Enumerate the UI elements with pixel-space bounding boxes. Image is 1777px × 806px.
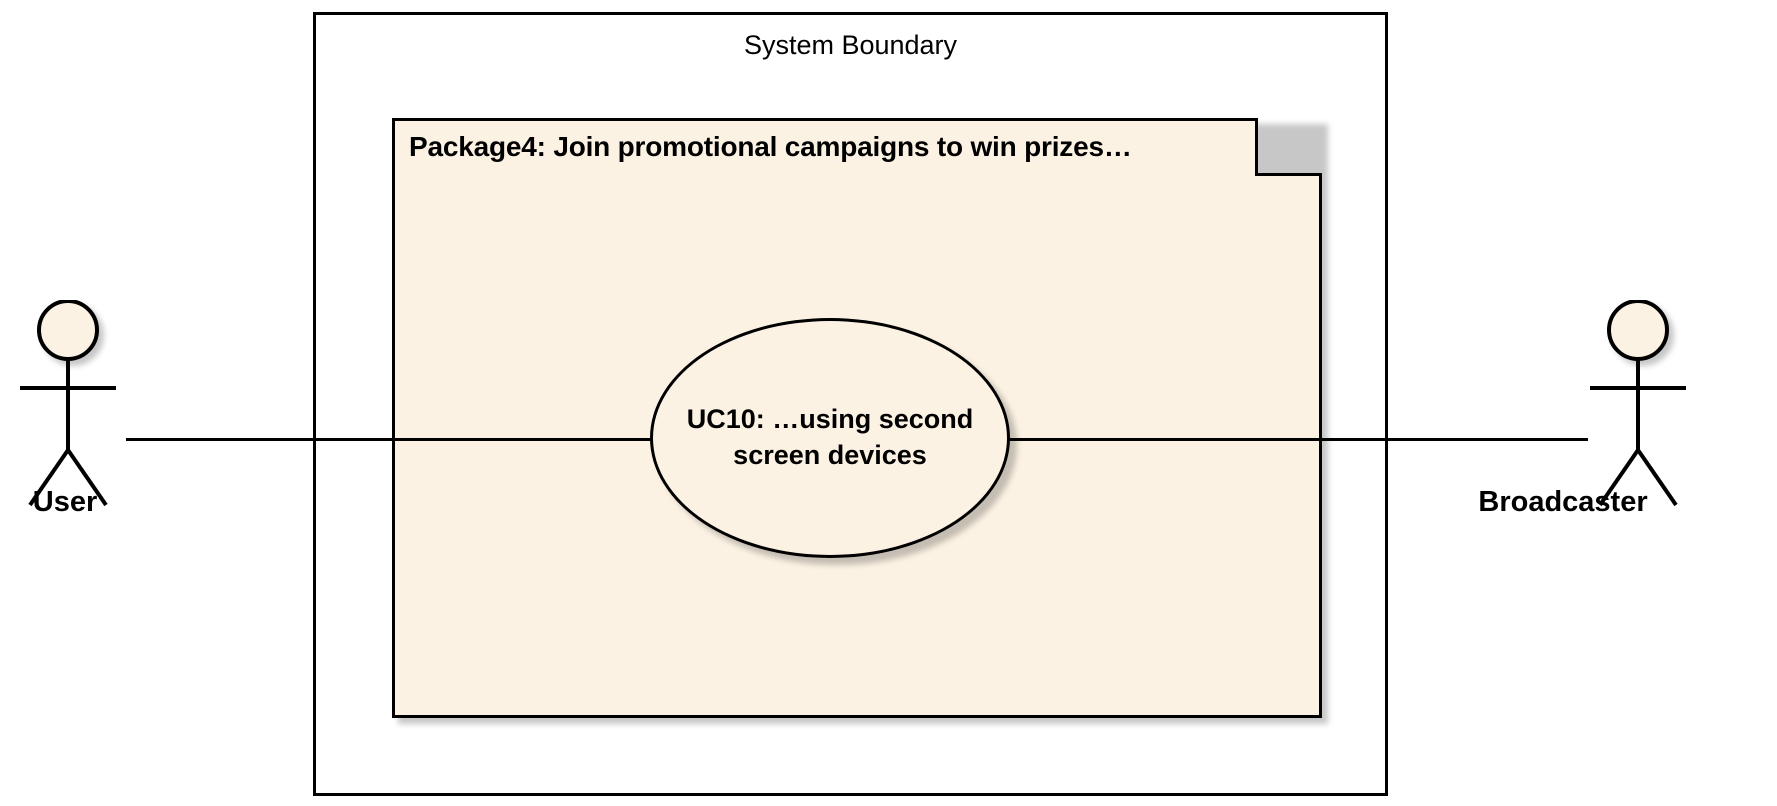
usecase-UC10[interactable]: UC10: …using second screen devices [650, 318, 1017, 565]
association-uc10-to-broadcaster [1008, 438, 1588, 441]
actor-broadcaster[interactable]: Broadcaster [1478, 299, 1770, 535]
usecase-label-line1: UC10: …using second [686, 404, 974, 435]
system-boundary-title: System Boundary [743, 30, 958, 60]
package-label: Package4: Join promotional campaigns to … [409, 131, 1132, 162]
association-user-to-uc10 [126, 438, 653, 441]
actor-user-figure [20, 299, 116, 507]
package-Package4[interactable]: Package4: Join promotional campaigns to … [392, 118, 1328, 724]
usecase-label-line2: screen devices [733, 440, 927, 470]
actor-broadcaster-label: Broadcaster [1478, 486, 1648, 518]
actor-user-label: User [32, 486, 98, 518]
actor-user[interactable]: User [0, 299, 200, 535]
system-boundary-rect [313, 12, 1388, 796]
actor-broadcaster-figure [1590, 299, 1686, 507]
usecase-ellipse: UC10: …using second screen devices [650, 318, 1010, 558]
package-tab: Package4: Join promotional campaigns to … [392, 118, 1258, 176]
